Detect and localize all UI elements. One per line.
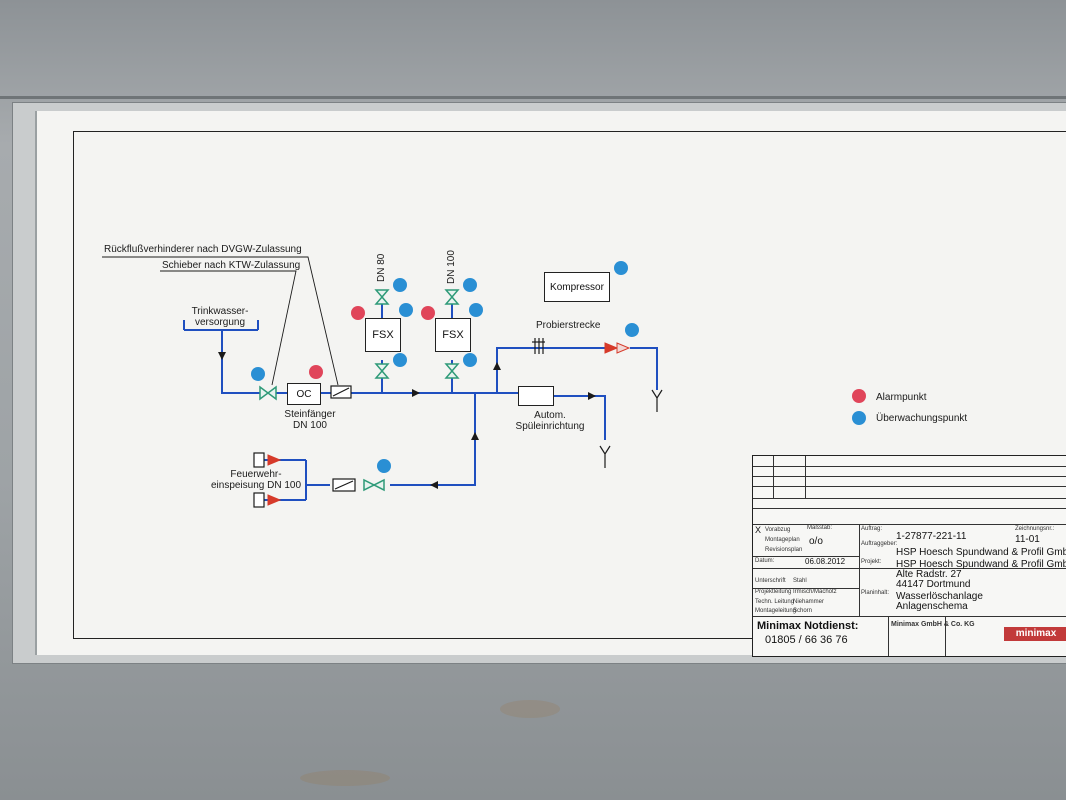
- fire-brigade-label: Feuerwehr- einspeisung DN 100: [210, 469, 302, 491]
- alarm-point: [309, 365, 323, 379]
- fire-inlets: [253, 452, 265, 508]
- flow-arrow: [588, 392, 596, 400]
- flow-arrow: [471, 432, 479, 440]
- flow-arrows: [218, 352, 596, 489]
- fire-inlet-top: [253, 452, 265, 468]
- backflow-label: Rückflußverhinderer nach DVGW-Zulassung: [104, 244, 302, 255]
- fsx-unit-1: FSX: [365, 318, 401, 352]
- monitoring-point: [399, 303, 413, 317]
- gate-valve-supply: [259, 385, 277, 401]
- zeichnung-value: 11-01: [1015, 534, 1040, 545]
- checked-mark: X: [755, 525, 762, 535]
- flush-unit-box: [518, 386, 554, 406]
- notdienst-phone: 01805 / 66 36 76: [765, 634, 848, 646]
- title-block: X Vorabzug Montageplan Revisionsplan Maß…: [752, 455, 1066, 657]
- monitoring-point: [251, 367, 265, 381]
- row-montageplan: Montageplan: [765, 537, 800, 543]
- signoff-1-value: Stahl: [793, 578, 807, 584]
- water-supply-label: Trinkwasser- versorgung: [191, 306, 249, 328]
- monitoring-point: [614, 261, 628, 275]
- gate-valve-fsx2-top: [444, 289, 460, 305]
- strainer-box: OC: [287, 383, 321, 405]
- auftraggeber-label: Auftraggeber:: [861, 541, 898, 547]
- monitoring-point: [625, 323, 639, 337]
- signal-points: [251, 261, 639, 473]
- auftraggeber-value: HSP Hoesch Spundwand & Profil Gmb: [896, 547, 1066, 558]
- monitoring-point: [463, 353, 477, 367]
- signoff-3-label: Techn. Leitung: [755, 599, 795, 605]
- dn80-label: DN 80: [376, 253, 387, 282]
- gate-valve-fire: [363, 478, 385, 492]
- signoff-4-label: Montageleitung: [755, 608, 797, 614]
- projekt-line-2: Alte Radstr. 27: [896, 569, 962, 580]
- legend-alarm-dot: [852, 389, 866, 403]
- drain-outlet: [599, 445, 611, 468]
- leader-lines: [102, 256, 339, 386]
- flush-label: Autom. Spüleinrichtung: [515, 410, 585, 432]
- legend-monitoring-dot: [852, 411, 866, 425]
- row-revisionsplan: Revisionsplan: [765, 547, 803, 553]
- massstab-label: Maßstab:: [807, 525, 833, 531]
- monitoring-point: [377, 459, 391, 473]
- wall-seam: [0, 96, 1066, 99]
- fsx-unit-2: FSX: [435, 318, 471, 352]
- signoff-4-value: Schorn: [793, 608, 813, 614]
- company-name: Minimax GmbH & Co. KG: [891, 621, 975, 628]
- monitoring-point: [469, 303, 483, 317]
- gate-valves: [259, 289, 460, 492]
- notdienst-label: Minimax Notdienst:: [757, 620, 859, 632]
- flow-arrow: [412, 389, 420, 397]
- auftrag-label: Auftrag:: [861, 526, 883, 532]
- datum-label: Datum:: [755, 558, 775, 564]
- gate-valve-fsx1-top: [374, 289, 390, 305]
- signoff-2-value: Irmisch/Machotz: [793, 589, 837, 595]
- check-valve-test: [604, 342, 619, 354]
- signoff-1-label: Unterschrift: [755, 578, 786, 584]
- backflow-preventers: [330, 385, 356, 492]
- outlets: [599, 389, 663, 468]
- gate-valve-fsx1-bottom: [374, 363, 390, 379]
- massstab-value: o/o: [809, 536, 823, 547]
- signoff-2-label: Projektleitung: [755, 589, 792, 595]
- projekt-line-1: HSP Hoesch Spundwand & Profil Gmb: [896, 559, 1066, 570]
- alarm-point: [421, 306, 435, 320]
- projekt-line-3: 44147 Dortmund: [896, 579, 971, 590]
- signoff-3-value: Niehammer: [793, 599, 825, 605]
- gate-valve-fsx2-bottom: [444, 363, 460, 379]
- row-vorabzug: Vorabzug: [765, 527, 791, 533]
- alarm-point: [351, 306, 365, 320]
- flow-arrow: [430, 481, 438, 489]
- test-line-symbol: [532, 338, 545, 354]
- gate-valve-label: Schieber nach KTW-Zulassung: [162, 260, 301, 271]
- schematic-sign: [12, 102, 1066, 664]
- monitoring-point: [463, 278, 477, 292]
- planinhalt-label: Planinhalt:: [861, 590, 890, 596]
- legend-alarm-label: Alarmpunkt: [876, 392, 927, 403]
- test-line-label: Probierstrecke: [536, 320, 601, 331]
- legend-monitoring-label: Überwachungspunkt: [876, 413, 968, 424]
- wall-stain: [300, 770, 390, 786]
- drawing-frame: [73, 131, 1066, 639]
- zeichnung-label: Zeichnungsnr.:: [1015, 526, 1055, 532]
- fire-inlet-bottom: [253, 492, 265, 508]
- plan-line-1: Wasserlöschanlage: [896, 591, 983, 602]
- auftrag-value: 1-27877-221-11: [896, 531, 967, 542]
- check-valves: [267, 342, 631, 506]
- dn100-label: DN 100: [446, 250, 457, 284]
- compressor-box: Kompressor: [544, 272, 610, 302]
- plan-line-2: Anlagenschema: [896, 601, 968, 612]
- wall-stain: [500, 700, 560, 718]
- strainer-label: Steinfänger DN 100: [284, 409, 336, 431]
- datum-value: 06.08.2012: [805, 557, 846, 566]
- flow-arrow: [218, 352, 226, 360]
- flow-arrow: [493, 362, 501, 370]
- projekt-label: Projekt:: [861, 559, 882, 565]
- monitoring-point: [393, 353, 407, 367]
- minimax-logo: minimax: [1004, 627, 1066, 641]
- monitoring-point: [393, 278, 407, 292]
- drain-outlet: [651, 389, 663, 412]
